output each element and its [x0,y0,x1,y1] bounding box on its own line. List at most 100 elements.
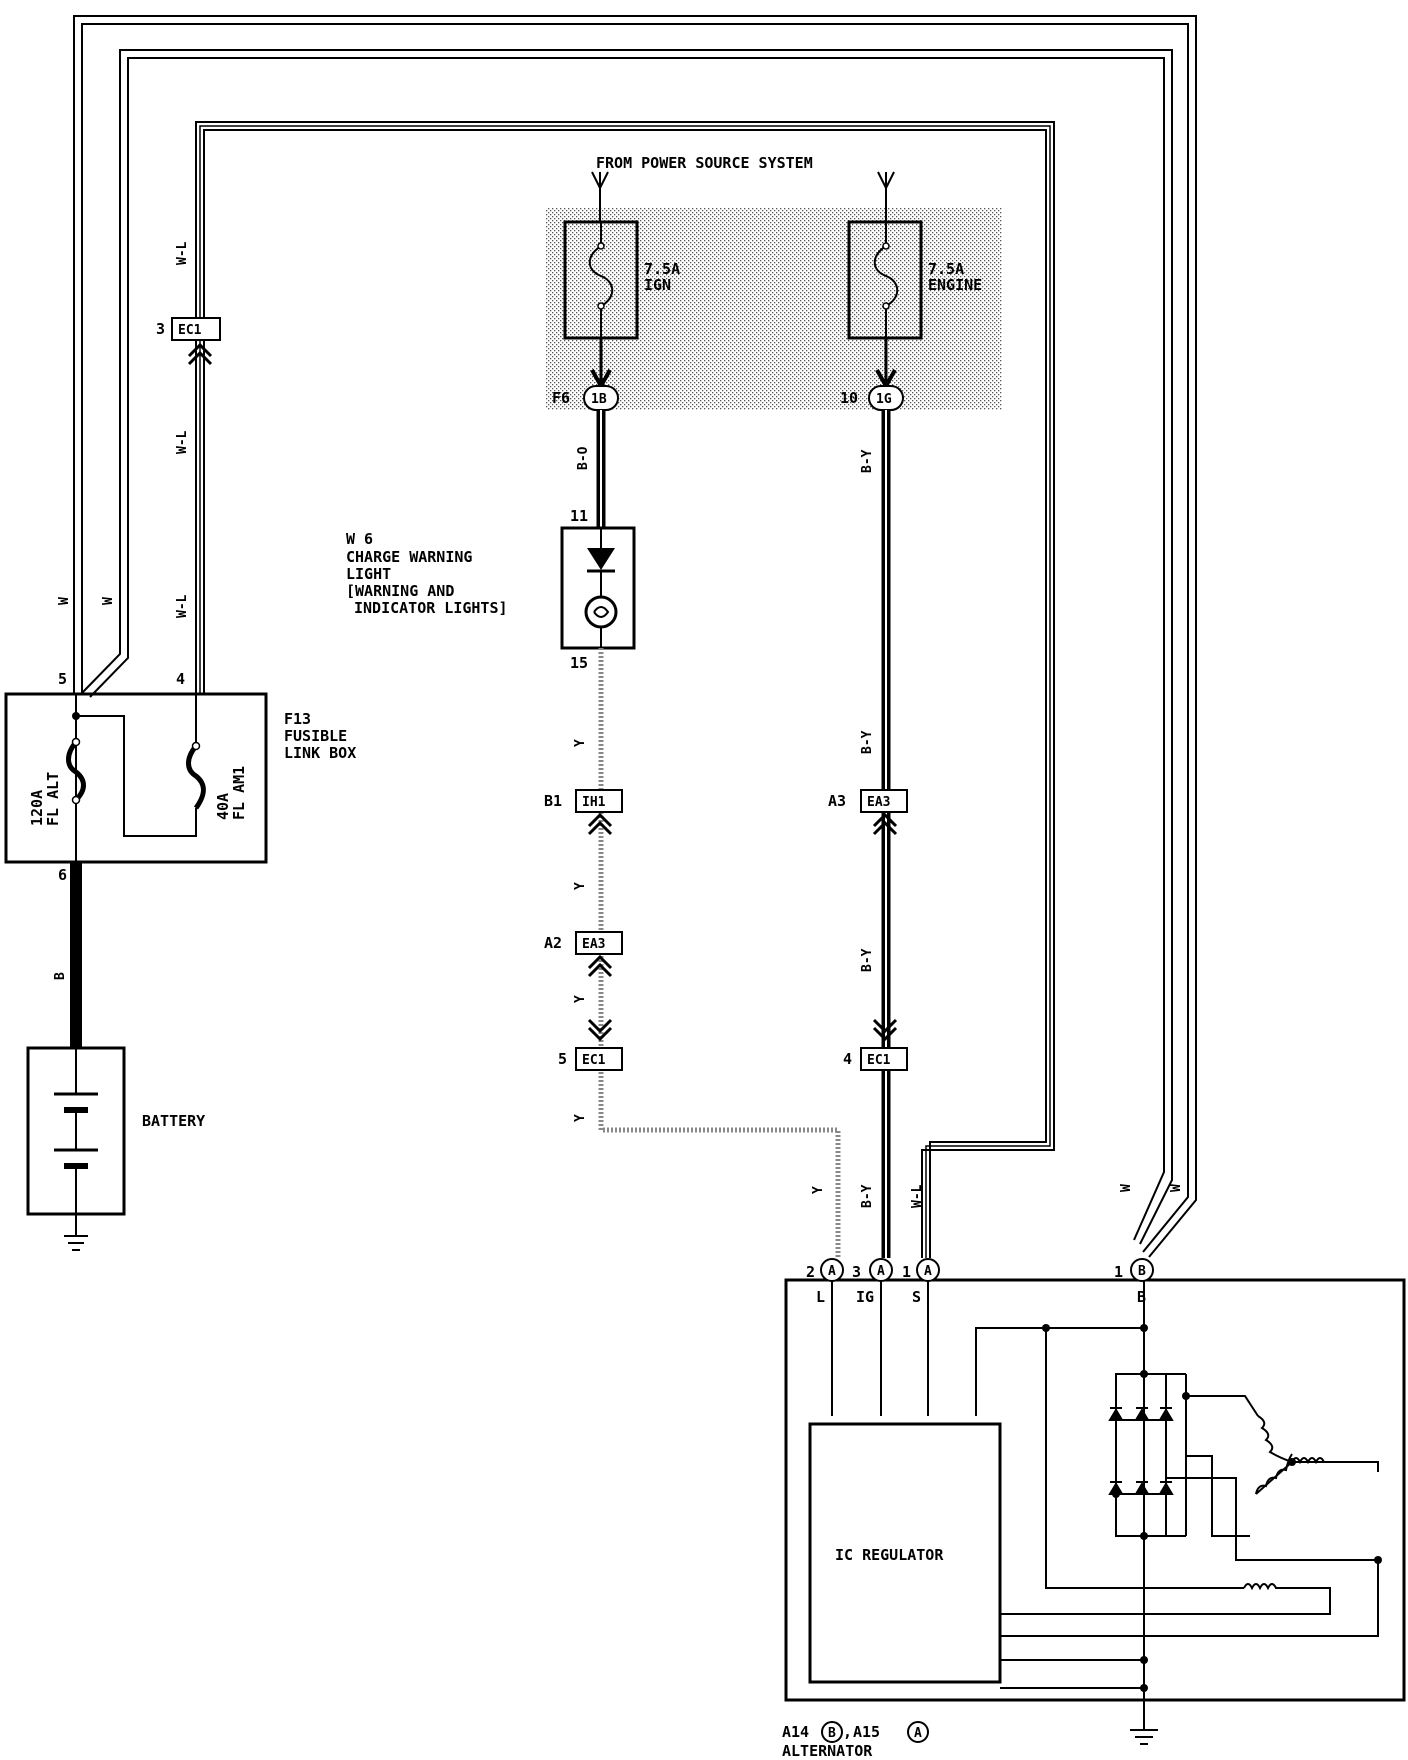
ec1-wl-pin: 3 [156,320,165,338]
w-l-wire-color-2: W-L [175,430,190,454]
alt-caption-c2: A [914,1726,922,1741]
junction-ign-code: 1B [591,392,607,407]
ec1-wl-chevrons [187,342,213,366]
warning-light-line4: INDICATOR LIGHTS] [354,599,508,617]
warning-light-line1: CHARGE WARNING [346,548,472,566]
w-wire-color-3: W [1119,1184,1134,1192]
charge-warning-light [560,526,636,650]
b-y-wire-color-4: B-Y [860,1184,875,1208]
warning-light-line3: [WARNING AND [346,582,454,600]
ea3-a2-connector [575,931,623,955]
b-y-wire-color-3: B-Y [860,948,875,972]
alt-pin-b-connector [1130,1258,1154,1282]
ec1-wl-code: EC1 [178,323,202,338]
engine-fuse-name: ENGINE [928,276,982,294]
alt-caption-id2: A15 [853,1723,880,1741]
junction-ign-pin: F6 [552,389,570,407]
fl-box-id: F13 [284,710,311,728]
fl-am1-name: FL AM1 [230,766,248,820]
alternator-ground-icon [1130,1729,1158,1745]
ic-regulator-label: IC REGULATOR [835,1546,944,1564]
alt-pin-b-num: 1 [1114,1263,1123,1281]
w-wire-pair [73,15,1197,1258]
ea3-a2-code: EA3 [582,937,605,952]
ih1-pin: B1 [544,792,562,810]
w-l-wire-color-1: W-L [175,241,190,265]
fl-box-pin-4: 4 [176,670,185,688]
fl-alt-rating: 120A [28,790,46,826]
alt-caption-id1: A14 [782,1723,809,1741]
ea3-a3-code: EA3 [867,795,890,810]
power-source-label: FROM POWER SOURCE SYSTEM [596,154,813,172]
w-l-wire-color-4: W-L [910,1184,925,1208]
fl-box-junction-dots [71,712,201,805]
w-l-wire [195,121,1055,1258]
y-wire-color-1: Y [573,739,588,747]
warning-light-line2: LIGHT [346,565,391,583]
ec1-by-connector [860,1047,908,1071]
fl-alt-name: FL ALT [44,772,62,826]
alternator-internal-wiring [831,1281,1379,1730]
b-y-wire-color-2: B-Y [860,730,875,754]
ec1-by-code: EC1 [867,1053,891,1068]
ea3-a2-chevrons [587,954,613,978]
engine-fuse [847,220,923,340]
alt-pin-s-term: S [912,1288,921,1306]
alt-pin-ig-term: IG [856,1288,874,1306]
alt-pin-b-conn: B [1138,1264,1146,1279]
alt-caption-connector-b [821,1721,843,1743]
ih1-connector [575,789,623,813]
fl-box-pin-5: 5 [58,670,67,688]
ec1-by-chevrons [872,1018,898,1042]
alt-pin-l-term: L [816,1288,825,1306]
alt-pin-ig-num: 3 [852,1263,861,1281]
w-wire-color-2: W [101,597,116,605]
ec1-y-connector [575,1047,623,1071]
alt-caption-c1: B [828,1726,836,1741]
warning-light-pin-in: 11 [570,507,588,525]
rectifier-diodes-icon [1108,1407,1174,1495]
ec1-wl-connector [171,317,221,341]
battery-ground-icon [64,1235,88,1251]
fl-am1-rating: 40A [214,793,232,820]
alt-pin-ig-conn: A [877,1264,885,1279]
junction-engine-pin: 10 [840,389,858,407]
b-y-wire-color-1: B-Y [860,449,875,473]
ih1-code: IH1 [582,795,606,810]
w-wire-color-1: W [57,597,72,605]
warning-light-pin-out: 15 [570,654,588,672]
alt-caption-sep: , [843,1723,852,1741]
alt-caption-name: ALTERNATOR [782,1742,873,1760]
battery-symbol [26,1046,126,1236]
battery-label: BATTERY [142,1112,205,1130]
alt-pin-l-conn: A [828,1264,836,1279]
y-wire-color-4: Y [573,1114,588,1122]
ih1-chevrons [587,812,613,836]
ec1-by-pin: 4 [843,1050,852,1068]
fl-box-pin-6: 6 [58,866,67,884]
ign-fuse [563,220,639,340]
y-wire-color-3: Y [573,995,588,1003]
engine-fuse-rating: 7.5A [928,260,964,278]
b-wire-color: B [53,972,68,980]
ea3-a3-connector [860,789,908,813]
b-o-wire-color: B-O [576,446,591,470]
alt-caption-connector-a [907,1721,929,1743]
ea3-a3-chevrons [872,812,898,836]
ea3-a3-pin: A3 [828,792,846,810]
warning-light-id: W 6 [346,530,373,548]
y-wire-color-5: Y [811,1186,826,1194]
ea3-a2-pin: A2 [544,934,562,952]
y-wire [598,648,841,1258]
ign-fuse-name: IGN [644,276,671,294]
fusible-link-box [4,692,268,864]
alt-pin-l-num: 2 [806,1263,815,1281]
ign-fuse-rating: 7.5A [644,260,680,278]
junction-engine-code: 1G [876,392,892,407]
alt-pin-s-conn: A [924,1264,932,1279]
source-arrows [591,171,895,222]
fl-box-line2: LINK BOX [284,744,356,762]
fl-box-line1: FUSIBLE [284,727,347,745]
alt-pin-s-num: 1 [902,1263,911,1281]
